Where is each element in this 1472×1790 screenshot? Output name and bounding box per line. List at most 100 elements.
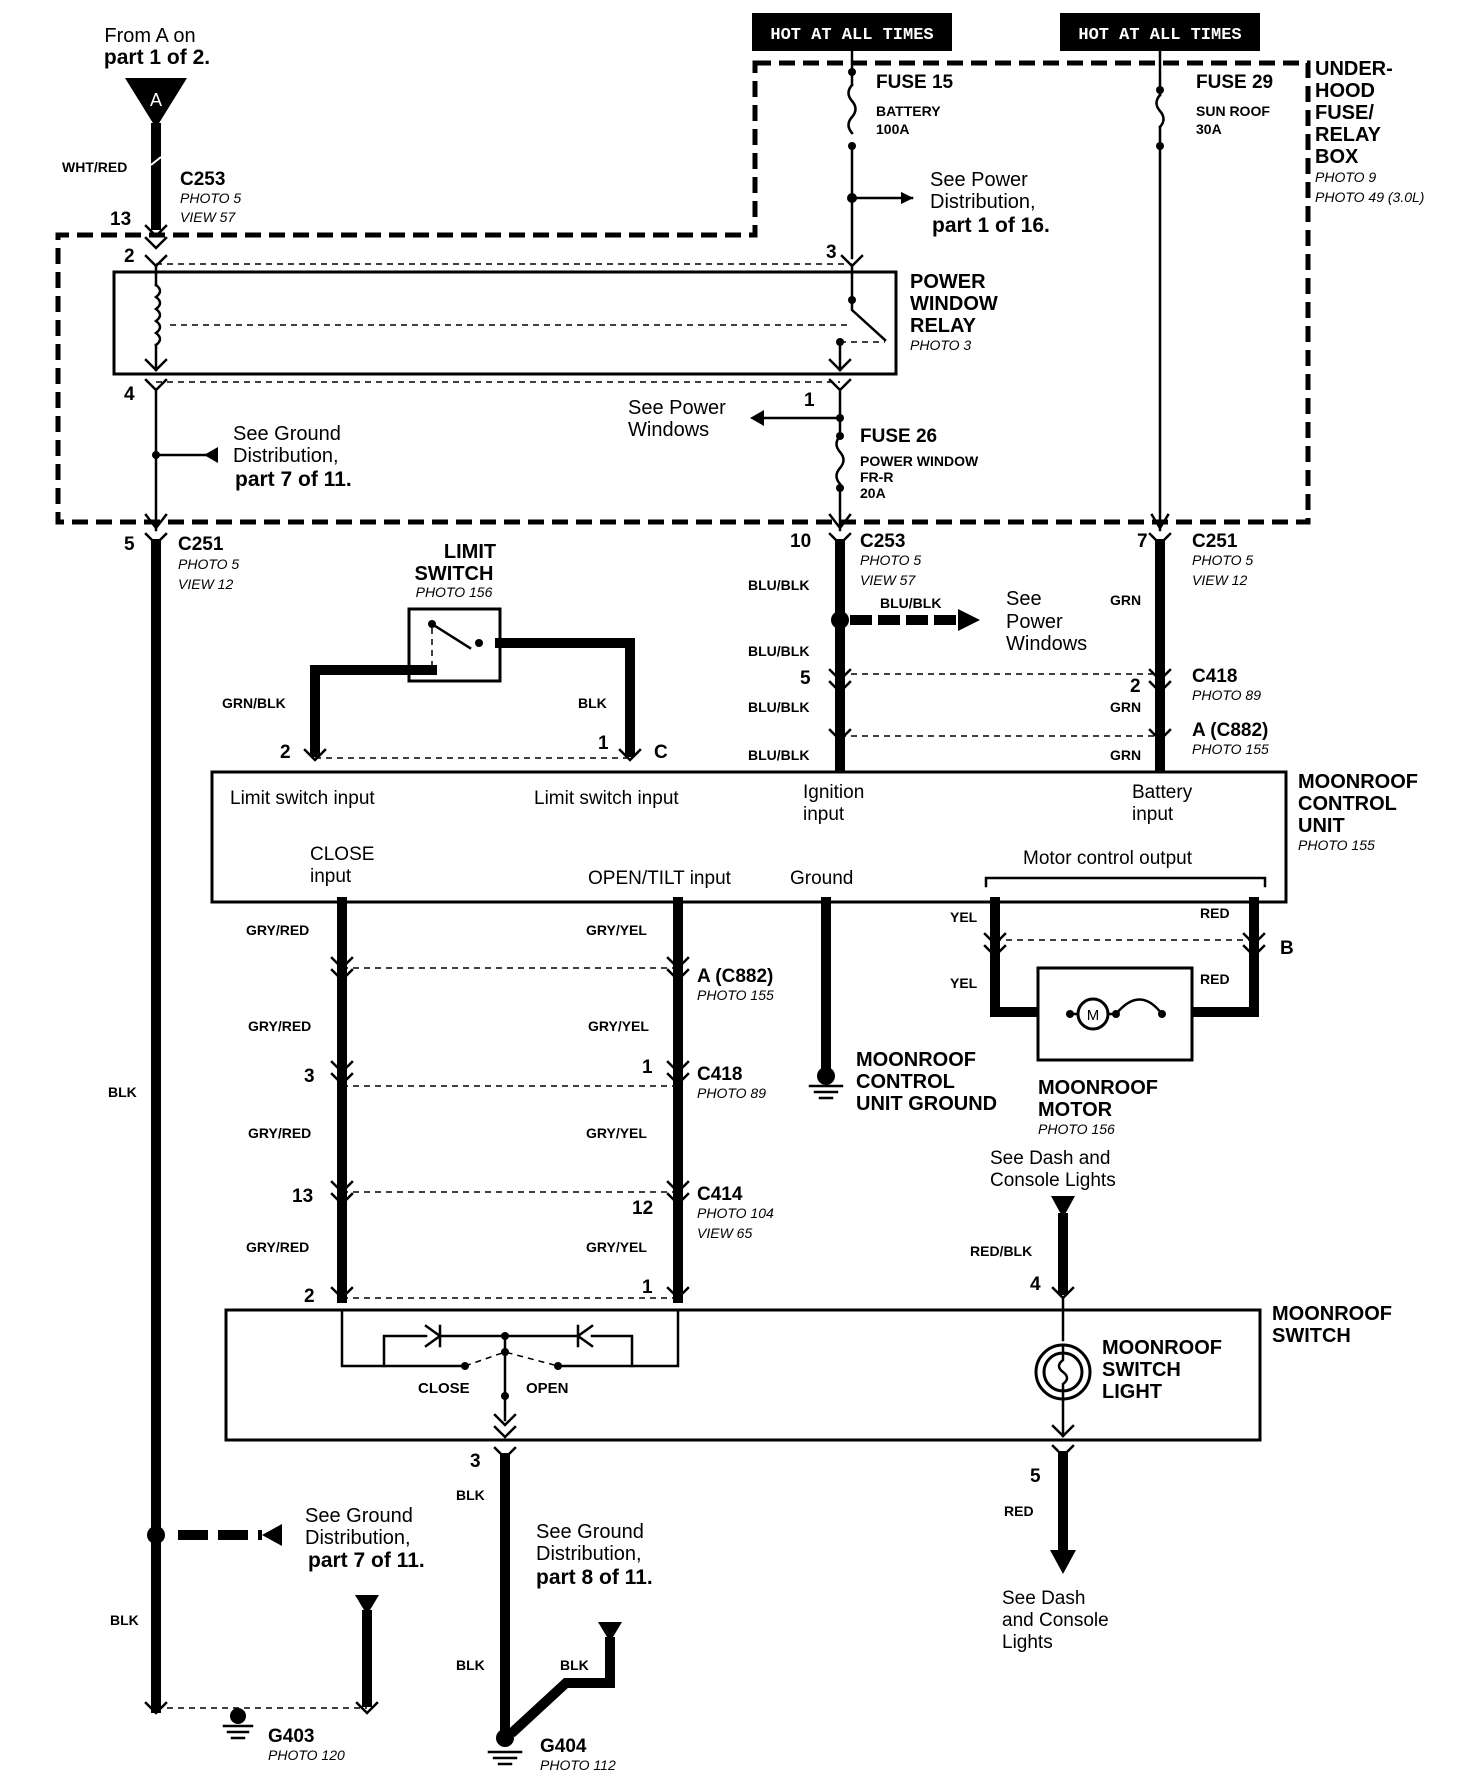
from-a-line1: From A on [104, 25, 195, 47]
wire-wht-red: WHT/RED [62, 159, 127, 175]
wire-gry-red-1: GRY/RED [246, 922, 309, 938]
cu-ground-label-1: MOONROOF [856, 1049, 976, 1071]
wire-grn-2: GRN [1110, 699, 1141, 715]
fuse-box-photo-2: PHOTO 49 (3.0L) [1315, 189, 1424, 205]
cu-limit-input-2: Limit switch input [534, 788, 679, 809]
fuse29-label: SUN ROOF [1196, 103, 1270, 119]
wire-blk-limit: BLK [578, 695, 607, 711]
connector-c-label: C [654, 742, 668, 763]
see-dash-bottom-1: See Dash [1002, 1588, 1085, 1609]
fuse-box-title-3: FUSE/ [1315, 102, 1374, 124]
ground-dist-top-2: Distribution, [233, 445, 339, 467]
wire-grn-blk: GRN/BLK [222, 695, 286, 711]
c882-low-photo: PHOTO 155 [697, 987, 774, 1003]
relay-pin-2: 2 [124, 246, 135, 267]
cu-battery-1: Battery [1132, 782, 1193, 803]
c253-top-photo: PHOTO 5 [180, 190, 241, 206]
wire-grn-1: GRN [1110, 592, 1141, 608]
fuse26-label2: FR-R [860, 469, 893, 485]
c414-pin-right: 12 [632, 1198, 653, 1219]
c253-top-pin: 13 [110, 209, 131, 230]
limit-pin-1: 1 [598, 733, 609, 754]
wire-blu-blk-branch: BLU/BLK [880, 595, 941, 611]
c414-name: C414 [697, 1184, 743, 1205]
fuse29-element [1155, 93, 1165, 129]
fuse-box-photo-1: PHOTO 9 [1315, 169, 1376, 185]
limit-switch-title-2: SWITCH [415, 563, 494, 585]
c418-right-name: C418 [1192, 666, 1237, 687]
c253-mid-photo: PHOTO 5 [860, 552, 921, 568]
relay-pin-3: 3 [826, 242, 837, 263]
fuse26-name: FUSE 26 [860, 426, 937, 447]
c253-top-view: VIEW 57 [180, 209, 236, 225]
relay-title-1: POWER [910, 271, 986, 293]
ground-dist-8-line3: part 8 of 11. [536, 1566, 653, 1589]
cu-ignition-2: input [803, 804, 845, 825]
g404-name: G404 [540, 1736, 587, 1757]
wire-yel-1: YEL [950, 909, 978, 925]
c253-mid-view: VIEW 57 [860, 572, 916, 588]
switch-light-1: MOONROOF [1102, 1337, 1222, 1359]
hot-label-2: HOT AT ALL TIMES [1078, 26, 1241, 45]
moonroof-control-unit-box [210, 770, 1288, 904]
switch-pin-2: 2 [304, 1286, 315, 1307]
motor-symbol-label: M [1087, 1007, 1100, 1024]
control-unit-title-2: CONTROL [1298, 793, 1397, 815]
switch-light-3: LIGHT [1102, 1381, 1162, 1403]
c253-top-name: C253 [180, 169, 225, 190]
c418-low-name: C418 [697, 1064, 742, 1085]
motor-photo: PHOTO 156 [1038, 1121, 1115, 1137]
cu-close-1: CLOSE [310, 844, 374, 865]
wire-yel-2: YEL [950, 975, 978, 991]
switch-title-1: MOONROOF [1272, 1303, 1392, 1325]
wire-red-dash: RED [1004, 1503, 1034, 1519]
cu-ground-symbol [808, 1084, 844, 1100]
wire-blu-blk-3: BLU/BLK [748, 699, 809, 715]
see-power-dist-3: part 1 of 16. [932, 214, 1050, 237]
c251-right-view: VIEW 12 [1192, 572, 1247, 588]
c251-right-name: C251 [1192, 531, 1238, 552]
see-dash-top-2: Console Lights [990, 1170, 1116, 1191]
c418-low-pin-right: 1 [642, 1057, 653, 1078]
wire-blk-sw-3: BLK [560, 1657, 589, 1673]
wire-grn-3: GRN [1110, 747, 1141, 763]
fuse15-name: FUSE 15 [876, 72, 954, 93]
switch-pin-3: 3 [470, 1451, 481, 1472]
cu-ground: Ground [790, 868, 853, 889]
g403-ground-symbol [222, 1724, 254, 1740]
wire-blu-blk-4: BLU/BLK [748, 747, 809, 763]
wire-gry-red-4: GRY/RED [246, 1239, 309, 1255]
power-window-relay-box [112, 270, 898, 376]
c418-right-pin: 2 [1130, 676, 1141, 697]
hot-at-all-times-2: HOT AT ALL TIMES [1060, 13, 1260, 51]
see-dash-top-1: See Dash and [990, 1148, 1110, 1169]
hot-label-1: HOT AT ALL TIMES [770, 26, 933, 45]
fuse-box-title-1: UNDER- [1315, 58, 1393, 80]
fuse29-name: FUSE 29 [1196, 72, 1273, 93]
relay-photo: PHOTO 3 [910, 337, 971, 353]
wire-blk-left-1: BLK [108, 1084, 137, 1100]
see-power-windows-2: Windows [628, 419, 709, 441]
hot-at-all-times-1: HOT AT ALL TIMES [752, 13, 952, 51]
red-wire [1187, 897, 1259, 1017]
fuse-box-title-5: BOX [1315, 146, 1359, 168]
limit-grn-blk-wire [310, 665, 437, 757]
wire-red-blk: RED/BLK [970, 1243, 1032, 1259]
c418-low-photo: PHOTO 89 [697, 1085, 766, 1101]
ground-dist-8-line2: Distribution, [536, 1543, 642, 1565]
relay-pin-1: 1 [804, 390, 815, 411]
fuse15-element [847, 83, 857, 135]
cu-limit-input-1: Limit switch input [230, 788, 375, 809]
fuse26-element [835, 434, 845, 486]
c882-right-name: A (C882) [1192, 720, 1268, 741]
yel-wire [990, 897, 1043, 1017]
fuse-box-title-2: HOOD [1315, 80, 1375, 102]
fuse15-label: BATTERY [876, 103, 941, 119]
connector-b-label: B [1280, 938, 1294, 959]
g403-photo: PHOTO 120 [268, 1747, 345, 1763]
see-power-windows-2-line1: See [1006, 588, 1042, 610]
switch-pin-5: 5 [1030, 1466, 1041, 1487]
c251-left-name: C251 [178, 534, 224, 555]
c251-left-pin: 5 [124, 534, 135, 555]
